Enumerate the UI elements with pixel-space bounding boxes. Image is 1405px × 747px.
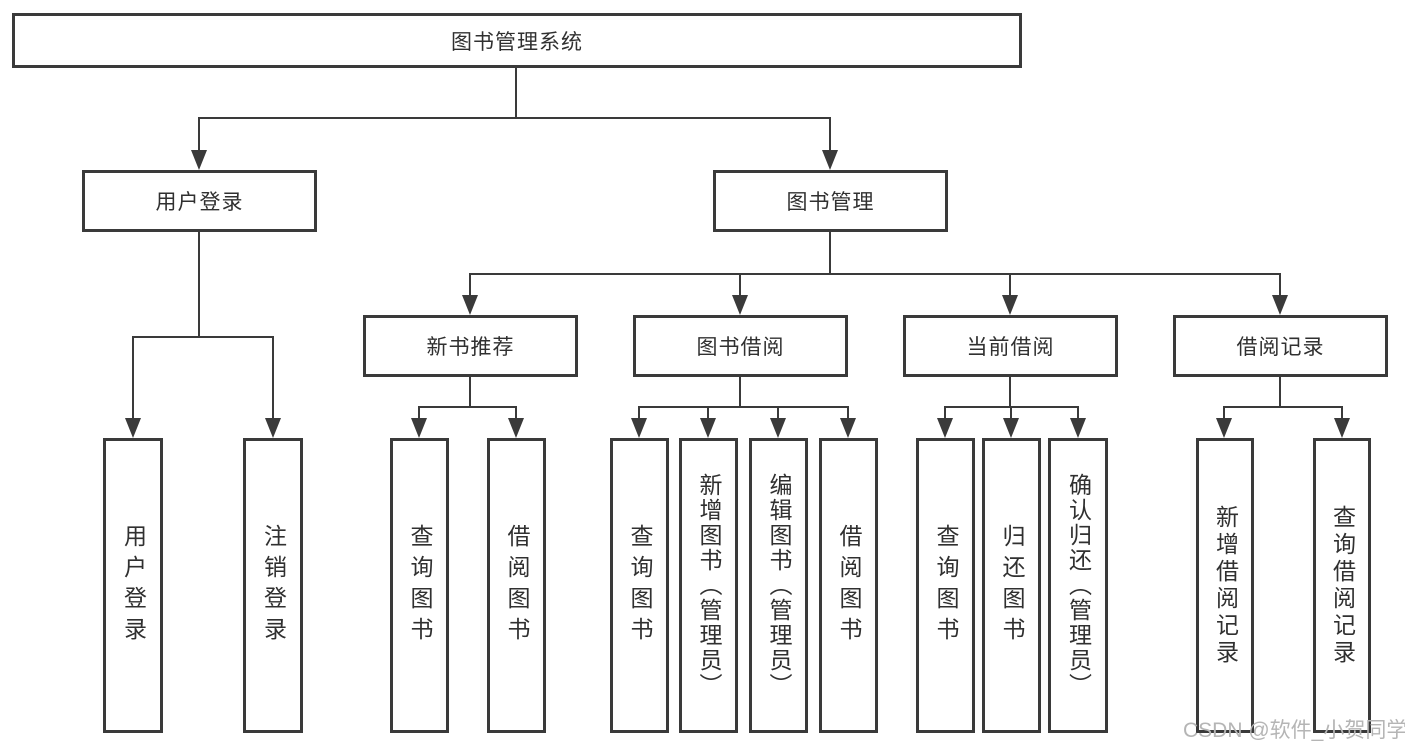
- leaf-record-add-label: 新增借阅记录: [1212, 504, 1239, 667]
- connector-drop-bb-borrow: [847, 406, 849, 420]
- connector-bookmgmt-stem: [829, 232, 831, 274]
- arrowhead-bb-query: [631, 418, 647, 438]
- leaf-recommend-borrow-book: 借阅图书: [487, 438, 546, 733]
- leaf-borrow-borrow-book: 借阅图书: [819, 438, 878, 733]
- connector-drop-book-management: [829, 117, 831, 151]
- node-book-management-label: 图书管理: [786, 191, 875, 214]
- arrowhead-br-query: [1334, 418, 1350, 438]
- connector-drop-br-query: [1341, 406, 1343, 420]
- connector-currentborrow-stem: [1009, 377, 1011, 407]
- node-book-borrow-label: 图书借阅: [696, 336, 785, 359]
- node-current-borrow-label: 当前借阅: [966, 336, 1055, 359]
- leaf-recommend-query-book-label: 查询图书: [407, 523, 433, 648]
- connector-drop-leaf-logout: [272, 336, 274, 420]
- arrowhead-recommend-query: [411, 418, 427, 438]
- arrowhead-current-borrow: [1002, 295, 1018, 315]
- connector-root-bar: [199, 117, 831, 119]
- connector-drop-new-book-recommend: [469, 273, 471, 297]
- arrowhead-leaf-logout: [265, 418, 281, 438]
- arrowhead-br-add: [1216, 418, 1232, 438]
- connector-records-stem: [1279, 377, 1281, 407]
- leaf-current-return-book: 归还图书: [982, 438, 1041, 733]
- node-user-login-group-label: 用户登录: [155, 191, 244, 214]
- connector-drop-cb-return: [1010, 406, 1012, 420]
- node-current-borrow: 当前借阅: [903, 315, 1118, 377]
- leaf-record-add: 新增借阅记录: [1196, 438, 1254, 733]
- node-new-book-recommend: 新书推荐: [363, 315, 578, 377]
- leaf-logout-label: 注销登录: [260, 523, 287, 648]
- connector-drop-leaf-user-login: [132, 336, 134, 420]
- arrowhead-bb-edit: [770, 418, 786, 438]
- leaf-borrow-borrow-book-label: 借阅图书: [836, 523, 862, 648]
- connector-drop-book-borrow: [739, 273, 741, 297]
- connector-records-bar: [1224, 406, 1343, 408]
- connector-userlogin-bar: [133, 336, 274, 338]
- connector-drop-cb-confirm: [1077, 406, 1079, 420]
- leaf-current-confirm-return-admin: 确认归还（管理员）: [1048, 438, 1108, 733]
- leaf-record-query-label: 查询借阅记录: [1329, 504, 1356, 667]
- arrowhead-bb-add: [700, 418, 716, 438]
- node-borrow-records-label: 借阅记录: [1236, 336, 1325, 359]
- leaf-record-query: 查询借阅记录: [1313, 438, 1371, 733]
- leaf-current-query-book: 查询图书: [916, 438, 975, 733]
- arrowhead-bb-borrow: [840, 418, 856, 438]
- leaf-current-confirm-return-admin-label: 确认归还（管理员）: [1065, 473, 1092, 698]
- node-new-book-recommend-label: 新书推荐: [426, 336, 515, 359]
- connector-drop-current-borrow: [1009, 273, 1011, 297]
- connector-drop-recommend-borrow: [515, 406, 517, 420]
- csdn-watermark: CSDN @软件_小贺同学: [1183, 719, 1405, 742]
- arrowhead-recommend-borrow: [508, 418, 524, 438]
- connector-recommend-bar: [419, 406, 517, 408]
- arrowhead-cb-return: [1003, 418, 1019, 438]
- node-library-system: 图书管理系统: [12, 13, 1022, 68]
- connector-drop-user-login: [198, 117, 200, 151]
- leaf-logout: 注销登录: [243, 438, 303, 733]
- connector-drop-bb-add: [707, 406, 709, 420]
- leaf-user-login: 用户登录: [103, 438, 163, 733]
- arrowhead-leaf-user-login: [125, 418, 141, 438]
- node-borrow-records: 借阅记录: [1173, 315, 1388, 377]
- connector-bookborrow-stem: [739, 377, 741, 407]
- connector-userlogin-stem: [198, 232, 200, 337]
- leaf-recommend-borrow-book-label: 借阅图书: [504, 523, 530, 648]
- arrowhead-borrow-records: [1272, 295, 1288, 315]
- connector-drop-bb-query: [638, 406, 640, 420]
- node-library-system-label: 图书管理系统: [451, 30, 583, 54]
- connector-drop-cb-query: [944, 406, 946, 420]
- arrowhead-new-book-recommend: [462, 295, 478, 315]
- leaf-recommend-query-book: 查询图书: [390, 438, 449, 733]
- connector-drop-recommend-query: [418, 406, 420, 420]
- leaf-user-login-label: 用户登录: [120, 523, 147, 648]
- connector-recommend-stem: [469, 377, 471, 407]
- arrowhead-user-login: [191, 150, 207, 170]
- connector-bookmgmt-bar: [470, 273, 1281, 275]
- node-user-login-group: 用户登录: [82, 170, 317, 232]
- leaf-borrow-query-book-label: 查询图书: [627, 523, 653, 648]
- leaf-borrow-edit-book-admin: 编辑图书（管理员）: [749, 438, 808, 733]
- leaf-borrow-query-book: 查询图书: [610, 438, 669, 733]
- leaf-current-query-book-label: 查询图书: [933, 523, 959, 648]
- connector-root-stem: [515, 68, 517, 118]
- arrowhead-book-borrow: [732, 295, 748, 315]
- connector-drop-bb-edit: [777, 406, 779, 420]
- connector-currentborrow-bar: [945, 406, 1079, 408]
- arrowhead-book-management: [822, 150, 838, 170]
- node-book-management: 图书管理: [713, 170, 948, 232]
- leaf-current-return-book-label: 归还图书: [999, 523, 1025, 648]
- connector-bookborrow-bar: [639, 406, 849, 408]
- arrowhead-cb-confirm: [1070, 418, 1086, 438]
- leaf-borrow-add-book-admin: 新增图书（管理员）: [679, 438, 738, 733]
- arrowhead-cb-query: [937, 418, 953, 438]
- node-book-borrow: 图书借阅: [633, 315, 848, 377]
- connector-drop-br-add: [1223, 406, 1225, 420]
- connector-drop-borrow-records: [1279, 273, 1281, 297]
- leaf-borrow-edit-book-admin-label: 编辑图书（管理员）: [766, 473, 792, 698]
- leaf-borrow-add-book-admin-label: 新增图书（管理员）: [696, 473, 722, 698]
